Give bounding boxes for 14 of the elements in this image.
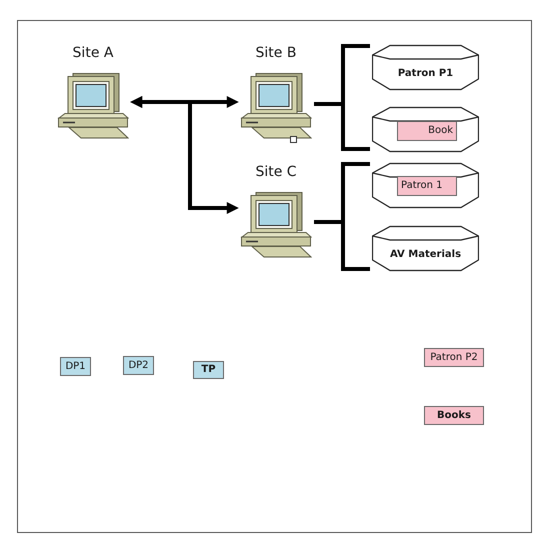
site-label: Site C — [255, 164, 297, 181]
data-tag: Book — [397, 121, 457, 141]
site-label: Site A — [72, 45, 114, 62]
cylinder-label: Patron P1 — [398, 68, 454, 80]
data-tag: DP2 — [123, 356, 154, 375]
data-tag: Patron 1 — [397, 176, 457, 196]
site-label: Site B — [256, 45, 296, 62]
data-tag: Books — [424, 406, 484, 425]
data-tag: Patron P2 — [424, 348, 484, 367]
connector-line — [314, 220, 370, 271]
double-arrow — [130, 96, 239, 214]
data-tag: DP1 — [60, 357, 91, 376]
data-tag: TP — [193, 361, 224, 379]
cylinder-label: AV Materials — [390, 249, 462, 261]
